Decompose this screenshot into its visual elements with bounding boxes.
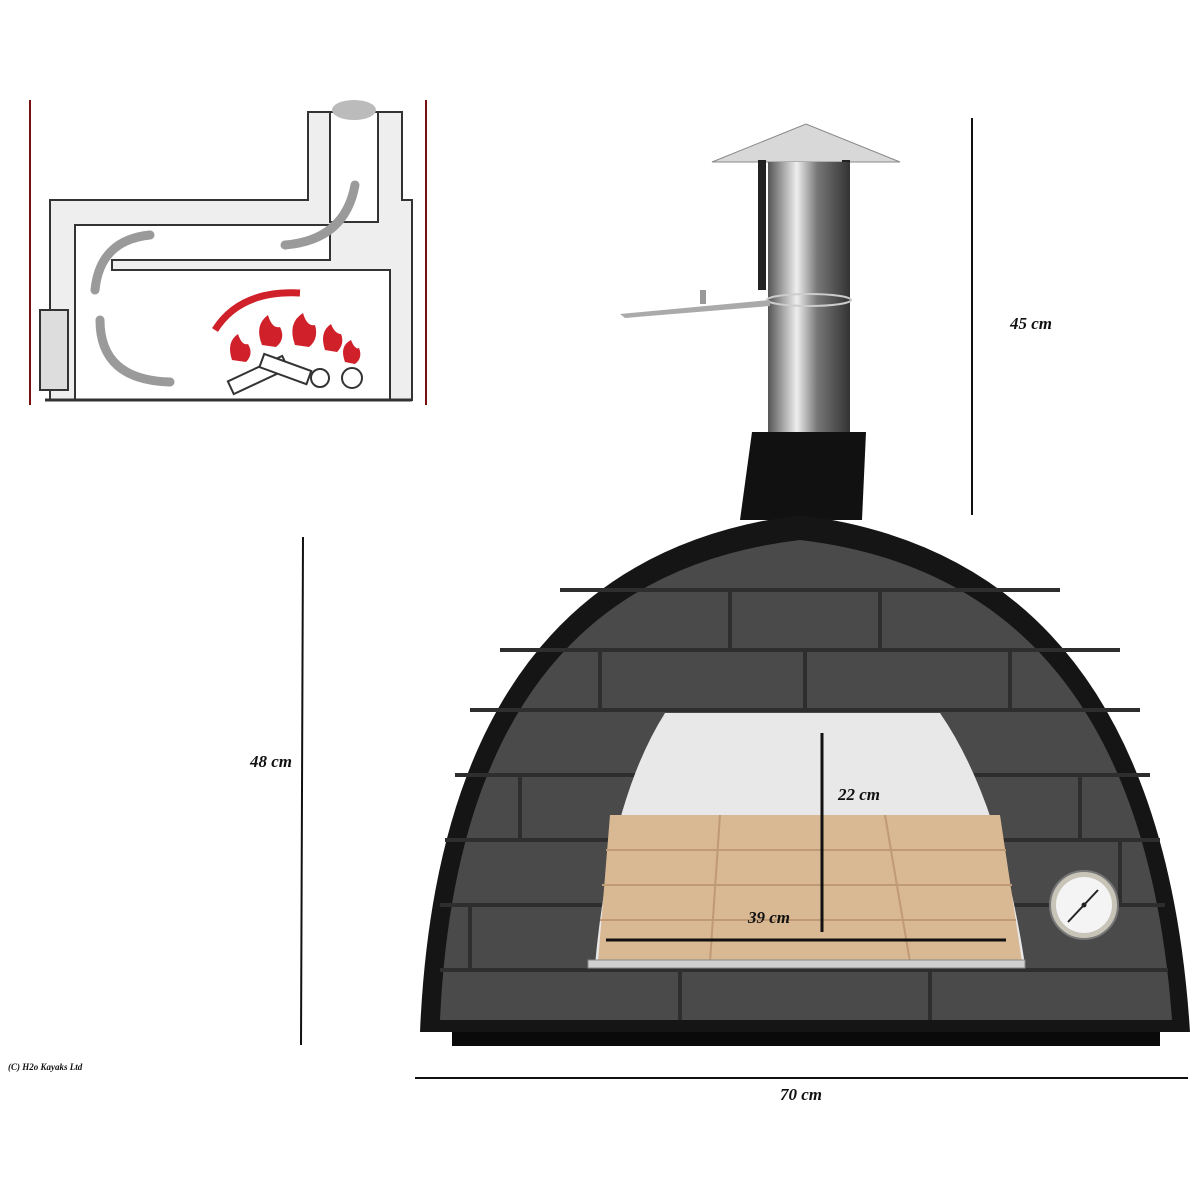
oven-height-line: [300, 536, 304, 1046]
dimension-lines: [300, 118, 1188, 1079]
flames-icon: [230, 313, 361, 364]
airflow-diagram: [29, 100, 427, 405]
logs-icon: [226, 352, 363, 396]
heat-arrow-icon: [212, 289, 301, 332]
copyright-notice: (C) H2o Kayaks Ltd: [8, 1062, 83, 1072]
thermometer-gauge-icon: [1049, 870, 1119, 940]
oven-opening: [587, 713, 1026, 969]
opening-height-label: 22 cm: [838, 785, 881, 804]
oven-width-label: 70 cm: [780, 1085, 823, 1104]
oven-height-label: 48 cm: [250, 752, 293, 771]
chimney: [620, 123, 901, 520]
chimney-height-label: 45 cm: [1010, 314, 1053, 333]
opening-width-label: 39 cm: [748, 908, 791, 927]
airflow-arrows-icon: [90, 180, 360, 387]
